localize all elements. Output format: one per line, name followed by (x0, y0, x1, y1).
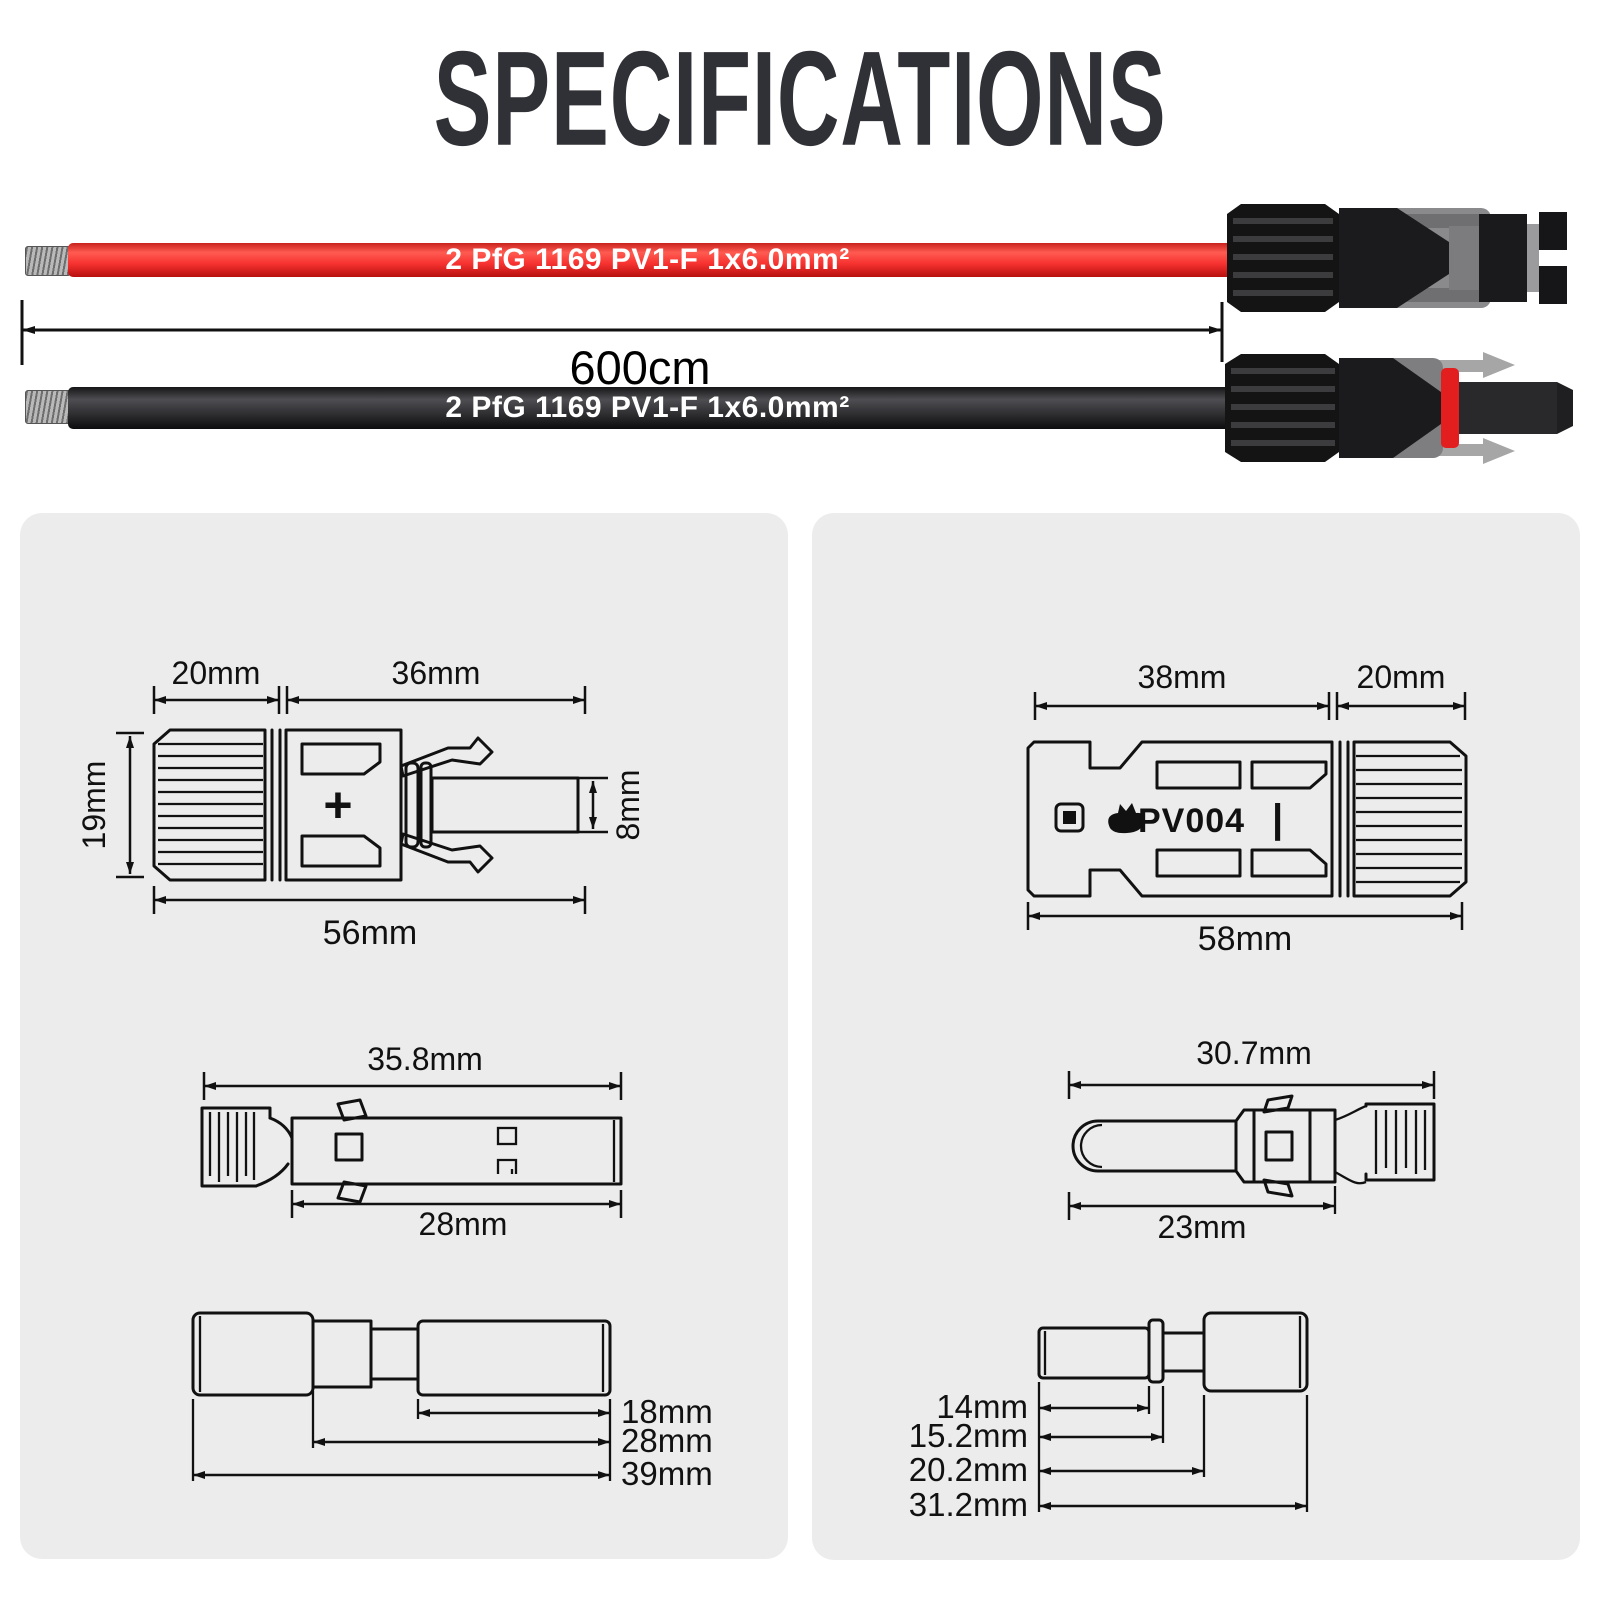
red-cable: 2 PfG 1169 PV1-F 1x6.0mm² (68, 243, 1227, 277)
dim-label-pin: 8mm (610, 769, 646, 840)
boot-dim-4: 31.2mm (909, 1486, 1028, 1523)
cable-length-label: 600cm (569, 341, 711, 394)
dim-label-height: 19mm (76, 761, 112, 850)
black-cable-wire-tip (25, 390, 71, 424)
boot-dim-2: 15.2mm (909, 1417, 1028, 1454)
dim-label-cap: 20mm (1357, 659, 1446, 695)
page-title: SPECIFICATIONS (0, 22, 1600, 173)
dim-label-body: 38mm (1138, 659, 1227, 695)
polarity-mark-minus: | (1272, 797, 1283, 841)
female-terminal-drawing: 35.8mm 28mm (200, 1041, 623, 1242)
red-polarity-ring (1441, 368, 1459, 448)
boot-dim-2: 28mm (621, 1422, 713, 1459)
dim-label-tube: 23mm (1158, 1209, 1247, 1245)
page-title-text: SPECIFICATIONS (433, 23, 1167, 174)
certification-square-icon (1054, 802, 1085, 833)
female-boot-drawing: 18mm 28mm 39mm (191, 1311, 713, 1492)
black-cable-print: 2 PfG 1169 PV1-F 1x6.0mm² (445, 391, 850, 424)
dim-label-body: 36mm (392, 655, 481, 691)
male-boot-drawing: 14mm 15.2mm 20.2mm 31.2mm (909, 1311, 1309, 1523)
red-cable-print: 2 PfG 1169 PV1-F 1x6.0mm² (445, 243, 850, 276)
dim-label-total: 58mm (1198, 920, 1292, 958)
brand-logo-icon (1108, 803, 1145, 834)
dim-label-cap: 20mm (172, 655, 261, 691)
dim-label-total: 56mm (323, 914, 417, 952)
black-cable: 2 PfG 1169 PV1-F 1x6.0mm² (68, 387, 1227, 429)
red-cable-wire-tip (25, 246, 71, 276)
dim-label-total: 35.8mm (367, 1041, 483, 1077)
polarity-mark-plus: + (323, 777, 352, 833)
male-connector-drawing: 38mm 20mm PV004 | (1026, 659, 1468, 958)
model-label: PV004 (1138, 802, 1245, 840)
female-connector-drawing: 20mm 36mm 19mm + (76, 655, 646, 952)
boot-dim-3: 20.2mm (909, 1451, 1028, 1488)
female-connector-spec-panel: 20mm 36mm 19mm + (20, 513, 788, 1559)
boot-dim-1: 18mm (621, 1393, 713, 1430)
dim-label-total: 30.7mm (1196, 1035, 1312, 1071)
male-connector-spec-panel: 38mm 20mm PV004 | (812, 513, 1580, 1560)
male-terminal-drawing: 30.7mm 23mm (1067, 1035, 1436, 1245)
dim-label-tube: 28mm (419, 1206, 508, 1242)
mc4-male-connector-photo (1225, 352, 1573, 464)
mc4-female-connector-photo (1227, 204, 1567, 312)
cable-length-dimension (20, 300, 1224, 365)
boot-dim-3: 39mm (621, 1455, 713, 1492)
boot-dim-1: 14mm (936, 1388, 1028, 1425)
